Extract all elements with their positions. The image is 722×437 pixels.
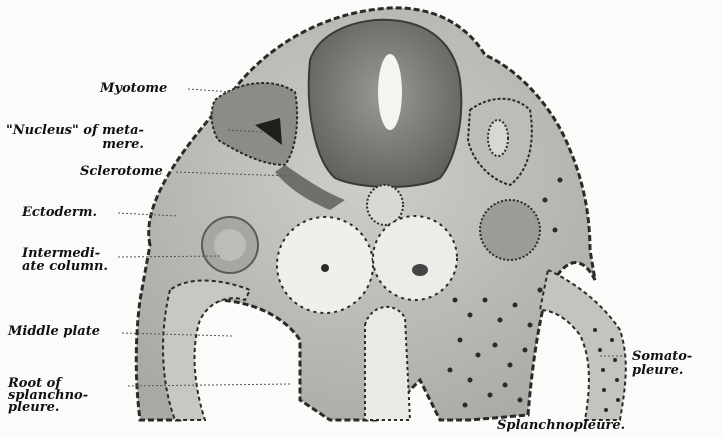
right-rosette: [480, 200, 540, 260]
neural-canal: [378, 54, 402, 130]
notochord: [367, 185, 403, 225]
label-intermediate-column: Intermedi- ate column.: [22, 247, 108, 273]
right-somatopleure: [540, 270, 626, 420]
right-aorta: [373, 216, 457, 300]
label-middle-plate: Middle plate: [8, 325, 100, 338]
label-myotome: Myotome: [100, 82, 167, 95]
nucleus-right: [488, 120, 508, 156]
label-somatopleure: Somato- pleure.: [632, 350, 692, 378]
label-nucleus-of-metamere: "Nucleus" of meta- mere.: [6, 124, 144, 152]
label-splanchnopleure: Splanchnopleure.: [497, 419, 625, 432]
left-aorta-dot: [321, 264, 329, 272]
gut-tube: [365, 307, 410, 420]
label-root-of-splanchnopleure: Root of splanchno- pleure.: [8, 378, 88, 414]
label-ectoderm: Ectoderm.: [22, 206, 97, 219]
right-aorta-cells: [412, 264, 428, 276]
label-sclerotome: Sclerotome: [80, 165, 163, 178]
